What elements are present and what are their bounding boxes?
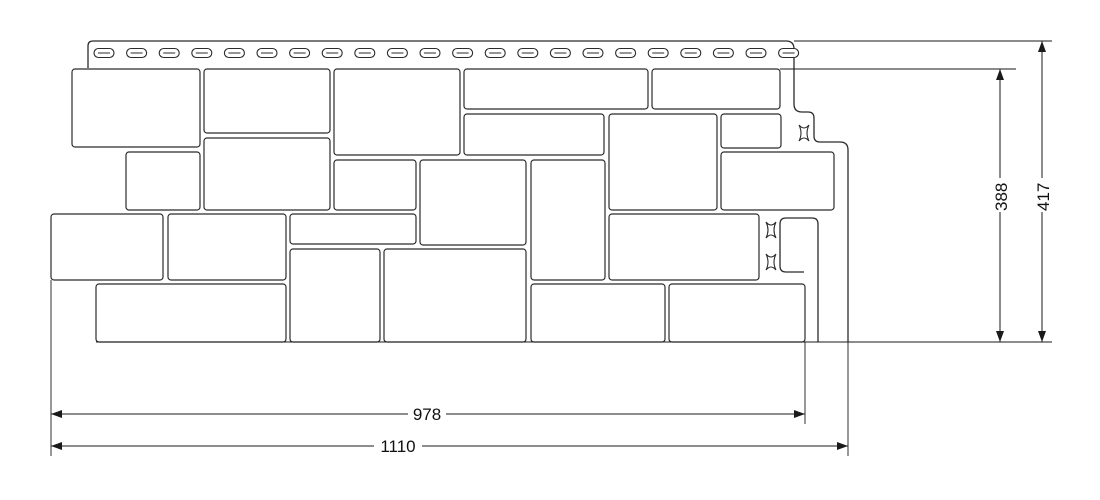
nail-slot <box>582 47 604 59</box>
height-inner-label: 388 <box>992 183 1011 211</box>
nail-slot <box>680 47 702 59</box>
nail-slot <box>745 47 767 59</box>
nail-slot <box>517 47 539 59</box>
nail-slot <box>93 47 115 59</box>
lock-mark <box>765 253 777 271</box>
panel-outline <box>87 40 849 342</box>
lock-marks <box>765 124 810 271</box>
stone <box>720 151 835 211</box>
dimension-height-inner: 388 <box>990 69 1011 342</box>
nail-slot <box>321 47 343 59</box>
nail-slot <box>419 47 441 59</box>
nail-slot <box>778 47 800 59</box>
nail-slot <box>484 47 506 59</box>
stone <box>463 113 605 156</box>
nail-strip <box>93 47 800 59</box>
stone <box>203 137 331 211</box>
stone <box>530 159 606 281</box>
stone <box>333 159 417 211</box>
nail-slot <box>191 47 213 59</box>
nail-slot <box>647 47 669 59</box>
stone <box>167 213 287 281</box>
stone <box>289 213 417 245</box>
panel-step-outline <box>779 217 819 342</box>
stone <box>530 283 666 343</box>
stone <box>463 68 649 110</box>
stone <box>125 151 201 211</box>
extension-lines <box>50 40 1052 456</box>
dimension-height-total: 417 <box>1032 41 1053 342</box>
stone <box>419 159 527 246</box>
nail-slot <box>712 47 734 59</box>
stone <box>720 113 782 149</box>
nail-slot <box>386 47 408 59</box>
nail-slot <box>452 47 474 59</box>
lock-mark <box>765 221 777 239</box>
lock-mark <box>798 124 810 142</box>
stone <box>95 283 287 343</box>
nail-slot <box>158 47 180 59</box>
height-total-label: 417 <box>1034 183 1053 211</box>
nail-slot <box>126 47 148 59</box>
nail-slot <box>289 47 311 59</box>
stone <box>71 68 201 148</box>
stone <box>203 68 331 134</box>
stone <box>333 68 461 156</box>
width-total-label: 1110 <box>380 437 415 456</box>
stone <box>608 113 718 211</box>
nail-slot <box>223 47 245 59</box>
stone <box>608 213 760 281</box>
stone <box>668 283 806 343</box>
stones <box>50 68 835 343</box>
dimension-width-total: 1110 <box>51 436 848 456</box>
nail-slot <box>256 47 278 59</box>
stone <box>651 68 781 110</box>
dimension-width-inner: 978 <box>51 404 805 424</box>
stone <box>50 213 164 281</box>
stone <box>289 248 381 343</box>
nail-slot <box>549 47 571 59</box>
width-inner-label: 978 <box>413 405 441 424</box>
nail-slot <box>354 47 376 59</box>
nail-slot <box>615 47 637 59</box>
stone <box>383 248 527 343</box>
